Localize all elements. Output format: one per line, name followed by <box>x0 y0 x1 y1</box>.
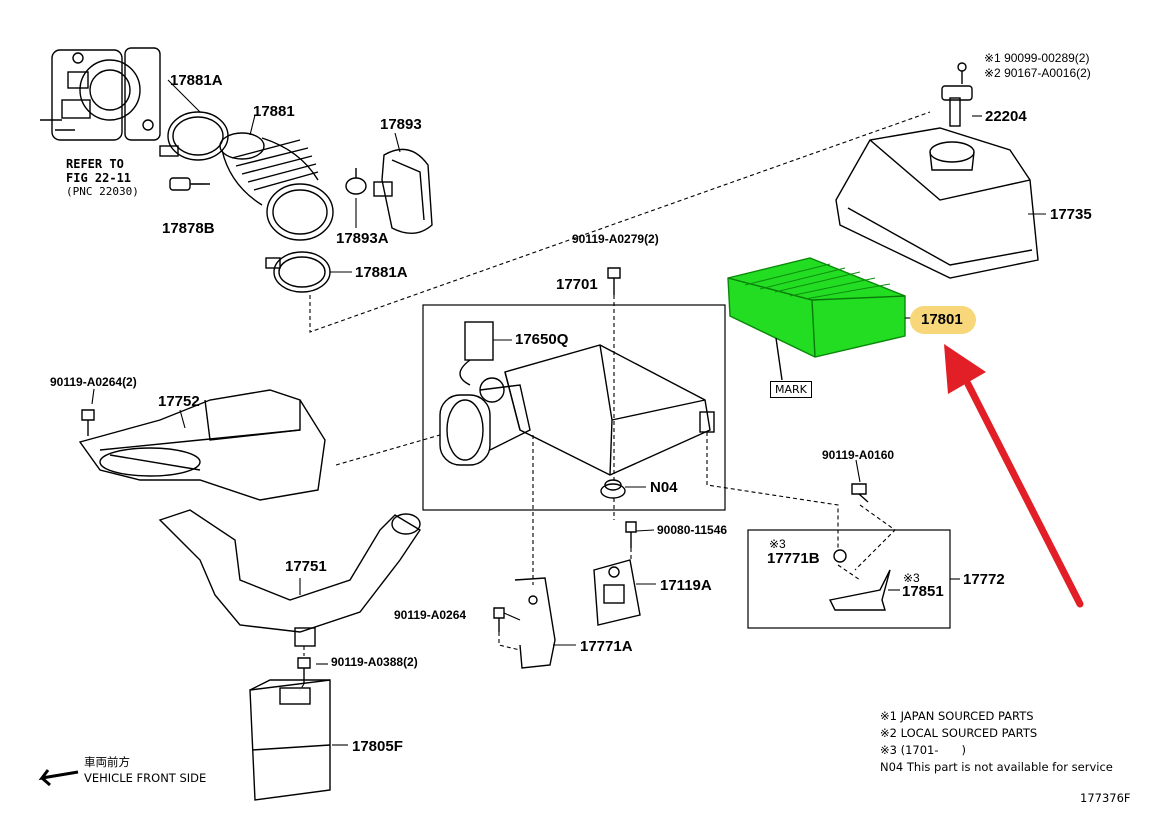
air-cleaner-cap-17735-drawing <box>835 127 1039 279</box>
label-highlight-17801 <box>910 306 976 334</box>
refer-line-3: (PNC 22030) <box>66 185 139 198</box>
label-17801: 17801 <box>921 311 963 328</box>
label-22204: 22204 <box>985 108 1027 125</box>
label-17851: 17851 <box>902 583 944 600</box>
label-90119-A0388: 90119-A0388(2) <box>331 655 418 669</box>
label-17752: 17752 <box>158 393 200 410</box>
resonator-17805F-drawing <box>249 679 331 801</box>
label-star3-a: ※3 <box>769 537 786 551</box>
air-flow-meter-22204-drawing <box>941 62 973 127</box>
label-star3-b: ※3 <box>903 571 920 585</box>
label-17881A-bottom: 17881A <box>355 264 408 281</box>
note-4: N04 This part is not available for servi… <box>880 760 1113 774</box>
bolts-drawing <box>81 267 869 684</box>
clamp-17893A-drawing <box>345 168 367 195</box>
label-17893: 17893 <box>380 116 422 133</box>
label-17878B: 17878B <box>162 220 215 237</box>
note-2: ※2 LOCAL SOURCED PARTS <box>880 726 1038 740</box>
grommet-N04-drawing <box>600 479 626 499</box>
refer-line-2: FIG 22-11 <box>66 171 132 185</box>
label-17893A: 17893A <box>336 230 389 247</box>
leader-lines <box>91 79 1046 746</box>
resonator-17893-drawing <box>373 148 433 234</box>
bracket-17771A-drawing <box>514 577 556 669</box>
mark-label: MARK <box>770 381 812 398</box>
label-17751: 17751 <box>285 558 327 575</box>
bracket-17851-drawing <box>828 569 891 611</box>
figure-number: 177376F <box>1080 791 1131 805</box>
label-90080-11546: 90080-11546 <box>657 523 728 537</box>
label-17771A: 17771A <box>580 638 633 655</box>
label-17772: 17772 <box>963 571 1005 588</box>
note-3: ※3 (1701- ) <box>880 743 966 757</box>
vehicle-front-arrow-icon <box>38 769 79 787</box>
air-cleaner-case-17701-drawing <box>439 321 715 476</box>
label-17805F: 17805F <box>352 738 403 755</box>
label-17881: 17881 <box>253 103 295 120</box>
label-17650Q: 17650Q <box>515 331 569 348</box>
label-90119-A0160: 90119-A0160 <box>822 448 895 462</box>
inlet-pipe-17751-drawing <box>158 509 421 647</box>
dashed-connections <box>299 111 931 691</box>
label-17735: 17735 <box>1050 206 1092 223</box>
case-17701-frame <box>422 304 726 511</box>
label-90119-A0264-left: 90119-A0264(2) <box>50 375 137 389</box>
inlet-duct-17752-drawing <box>78 389 326 501</box>
label-17119A: 17119A <box>660 577 712 594</box>
label-N04: N04 <box>650 479 678 496</box>
label-17881A-top: 17881A <box>170 72 223 89</box>
label-17771B: 17771B <box>767 550 820 567</box>
label-note1-part: ※1 90099-00289(2) <box>984 51 1090 65</box>
throttle-body-drawing <box>40 47 161 141</box>
front-side-jp: 車両前方 <box>84 755 130 769</box>
intake-hose-17881-drawing <box>219 132 334 241</box>
bracket-17119A-drawing <box>593 559 641 626</box>
label-17701: 17701 <box>556 276 598 293</box>
front-side-en: VEHICLE FRONT SIDE <box>84 771 207 785</box>
refer-line-1: REFER TO <box>66 157 124 171</box>
note-1: ※1 JAPAN SOURCED PARTS <box>880 709 1034 723</box>
label-90119-A0264-right: 90119-A0264 <box>394 608 467 622</box>
label-90119-A0279: 90119-A0279(2) <box>572 232 659 246</box>
air-filter-17801-drawing <box>727 257 906 381</box>
label-note2-part: ※2 90167-A0016(2) <box>984 66 1091 80</box>
